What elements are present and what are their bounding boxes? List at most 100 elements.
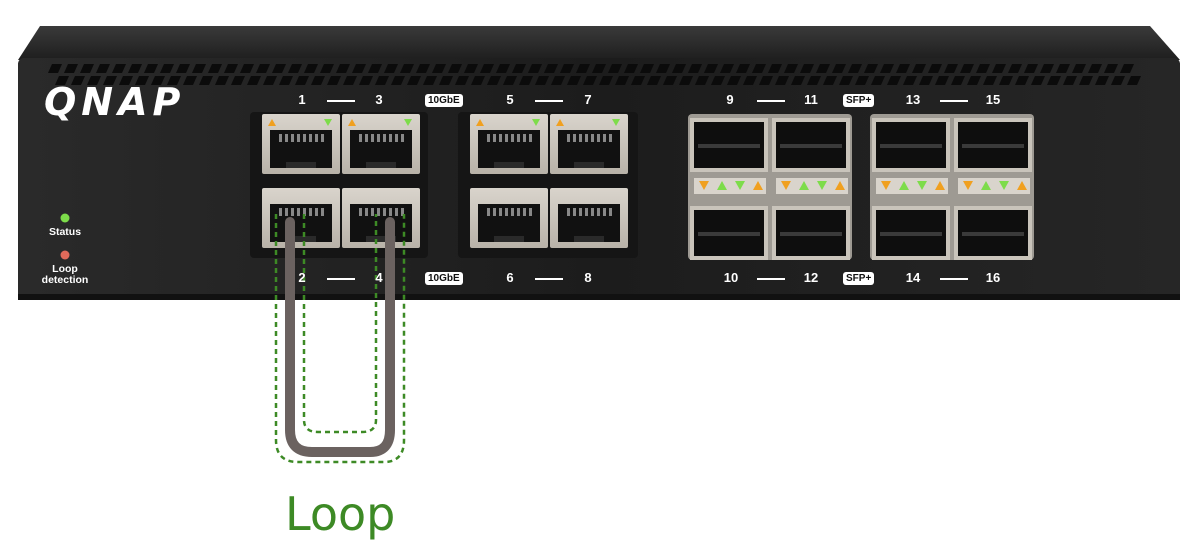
vent-slot bbox=[247, 76, 261, 85]
vent-slot bbox=[336, 64, 350, 73]
vent-slot bbox=[176, 64, 190, 73]
dash bbox=[327, 100, 355, 102]
port-number: 13 bbox=[905, 92, 921, 107]
led-icon bbox=[835, 181, 845, 190]
vent-slot bbox=[759, 76, 773, 85]
rj45-port bbox=[262, 114, 340, 174]
led-icon bbox=[324, 119, 332, 126]
vent-slot bbox=[96, 64, 110, 73]
sfp-led-strip bbox=[694, 178, 766, 194]
vent-slot bbox=[672, 64, 686, 73]
vent-slot bbox=[384, 64, 398, 73]
vent-slot bbox=[199, 76, 213, 85]
sfp-badge-top: SFP+ bbox=[843, 94, 875, 107]
vent-slot bbox=[160, 64, 174, 73]
sfp-port bbox=[690, 206, 768, 260]
vent-slot bbox=[215, 76, 229, 85]
vent-slot bbox=[407, 76, 421, 85]
sfp-badge-bottom: SFP+ bbox=[843, 272, 875, 285]
vent-slot bbox=[567, 76, 581, 85]
vent-slot bbox=[263, 76, 277, 85]
led-icon bbox=[612, 119, 620, 126]
vent-slot bbox=[800, 64, 814, 73]
led-icon bbox=[817, 181, 827, 190]
led-icon bbox=[917, 181, 927, 190]
dash bbox=[327, 278, 355, 280]
led-icon bbox=[476, 119, 484, 126]
vent-slot bbox=[455, 76, 469, 85]
led-icon bbox=[899, 181, 909, 190]
vent-slot bbox=[999, 76, 1013, 85]
vent-slot bbox=[151, 76, 165, 85]
led-icon bbox=[1017, 181, 1027, 190]
vent-slot bbox=[640, 64, 654, 73]
vent-slot bbox=[279, 76, 293, 85]
vent-slot bbox=[679, 76, 693, 85]
vent-slot bbox=[855, 76, 869, 85]
vent-slot bbox=[551, 76, 565, 85]
vent-slot bbox=[327, 76, 341, 85]
vent-slot bbox=[167, 76, 181, 85]
led-icon bbox=[753, 181, 763, 190]
port-number: 11 bbox=[804, 92, 818, 107]
vent-slot bbox=[599, 76, 613, 85]
vent-slot bbox=[743, 76, 757, 85]
rj45-badge-top: 10GbE bbox=[425, 94, 463, 107]
vent-slot bbox=[64, 64, 78, 73]
vent-slot bbox=[432, 64, 446, 73]
sfp-port bbox=[690, 118, 768, 172]
vent-grille bbox=[48, 64, 1141, 85]
vent-slot bbox=[1120, 64, 1134, 73]
vent-slot bbox=[256, 64, 270, 73]
port-number: 14 bbox=[905, 270, 921, 285]
vent-slot bbox=[960, 64, 974, 73]
loop-outline-outer bbox=[274, 214, 406, 464]
vent-slot bbox=[560, 64, 574, 73]
status-led bbox=[60, 213, 70, 223]
vent-slot bbox=[71, 76, 85, 85]
port-number: 6 bbox=[506, 270, 514, 285]
qnap-logo: QNAP bbox=[44, 80, 186, 124]
led-icon bbox=[799, 181, 809, 190]
rj45-port bbox=[262, 188, 340, 248]
vent-slot bbox=[944, 64, 958, 73]
vent-slot bbox=[823, 76, 837, 85]
port-number: 1 bbox=[298, 92, 306, 107]
vent-slot bbox=[583, 76, 597, 85]
vent-slot bbox=[935, 76, 949, 85]
vent-slot bbox=[343, 76, 357, 85]
vent-slot bbox=[1024, 64, 1038, 73]
led-icon bbox=[999, 181, 1009, 190]
vent-slot bbox=[375, 76, 389, 85]
vent-slot bbox=[656, 64, 670, 73]
vent-slot bbox=[1088, 64, 1102, 73]
vent-slot bbox=[983, 76, 997, 85]
vent-slot bbox=[1127, 76, 1141, 85]
vent-slot bbox=[423, 76, 437, 85]
vent-slot bbox=[55, 76, 69, 85]
led-icon bbox=[717, 181, 727, 190]
port-number-dashes bbox=[327, 100, 968, 280]
vent-slot bbox=[368, 64, 382, 73]
vent-slot bbox=[912, 64, 926, 73]
vent-slot bbox=[608, 64, 622, 73]
rj45-port bbox=[342, 114, 420, 174]
vent-slot bbox=[976, 64, 990, 73]
sfp-port bbox=[872, 118, 950, 172]
ports bbox=[262, 114, 1032, 260]
vent-slot bbox=[832, 64, 846, 73]
vent-slot bbox=[400, 64, 414, 73]
port-number: 16 bbox=[985, 270, 1001, 285]
vent-slot bbox=[183, 76, 197, 85]
vent-slot bbox=[1063, 76, 1077, 85]
vent-slot bbox=[288, 64, 302, 73]
vent-slot bbox=[352, 64, 366, 73]
vent-slot bbox=[784, 64, 798, 73]
vent-slot bbox=[535, 76, 549, 85]
vent-slot bbox=[864, 64, 878, 73]
vent-slot bbox=[224, 64, 238, 73]
vent-slot bbox=[240, 64, 254, 73]
vent-slot bbox=[928, 64, 942, 73]
led-icon bbox=[935, 181, 945, 190]
